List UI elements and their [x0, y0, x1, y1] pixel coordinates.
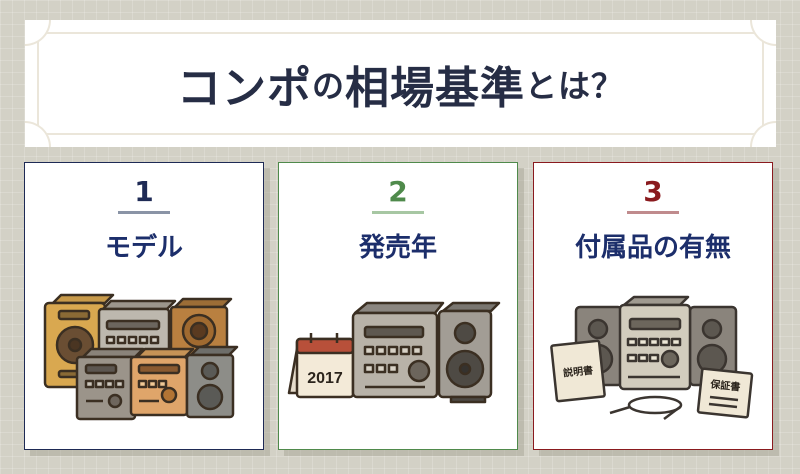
divider: [372, 211, 424, 214]
card-number: 2: [388, 175, 408, 208]
divider: [627, 211, 679, 214]
manual-label: 説明書: [562, 363, 593, 379]
title-text: の: [311, 66, 345, 105]
card-number: 3: [643, 175, 663, 208]
manual-icon: [550, 339, 606, 403]
card-accessories: 3 付属品の有無: [533, 162, 773, 450]
card-label: モデル: [104, 233, 183, 263]
title-text: とは？: [525, 66, 625, 105]
title-banner: コンポ の 相場基準 とは？: [25, 20, 776, 147]
calendar-year: 2017: [307, 370, 343, 387]
stereo-with-accessories-icon: 説明書 保証書: [550, 295, 754, 420]
card-release-year: 2 発売年 2017: [278, 162, 518, 450]
card-label: 発売年: [358, 233, 437, 263]
calendar-and-stereo-icon: 2017: [287, 301, 501, 404]
card-model: 1 モデル: [24, 162, 264, 450]
card-number: 1: [134, 175, 154, 208]
title-text: コンポ: [176, 62, 312, 114]
banner-frame: [25, 20, 776, 147]
assorted-stereo-components-icon: [43, 293, 239, 421]
warranty-label: 保証書: [709, 377, 741, 393]
card-label: 付属品の有無: [574, 233, 731, 263]
warranty-icon: [696, 367, 754, 419]
divider: [118, 211, 170, 214]
cable-icon: [627, 395, 683, 415]
page-title: コンポ の 相場基準 とは？: [25, 20, 776, 147]
title-text: 相場基準: [345, 62, 525, 114]
